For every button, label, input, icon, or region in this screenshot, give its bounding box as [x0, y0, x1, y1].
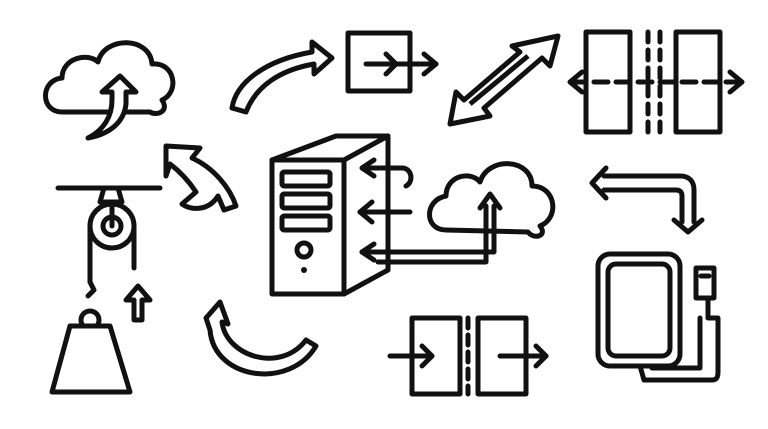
external-drive-usb-icon [595, 251, 721, 383]
server-tower-icon [269, 133, 391, 297]
swap-arrows-icon [163, 143, 239, 213]
return-arrow-icon [589, 165, 705, 235]
curved-arrow-right-icon [229, 39, 335, 115]
curved-arrow-return-icon [203, 299, 319, 377]
double-diagonal-arrow-icon [447, 33, 561, 127]
pulley-weight-icon [49, 185, 163, 395]
arrow-into-box-icon [345, 30, 439, 94]
cloud-upload-icon [43, 40, 176, 141]
cloud-connect-icon [357, 157, 556, 265]
split-panels-expand-icon [567, 29, 745, 135]
arrow-through-panels-icon [387, 315, 549, 397]
